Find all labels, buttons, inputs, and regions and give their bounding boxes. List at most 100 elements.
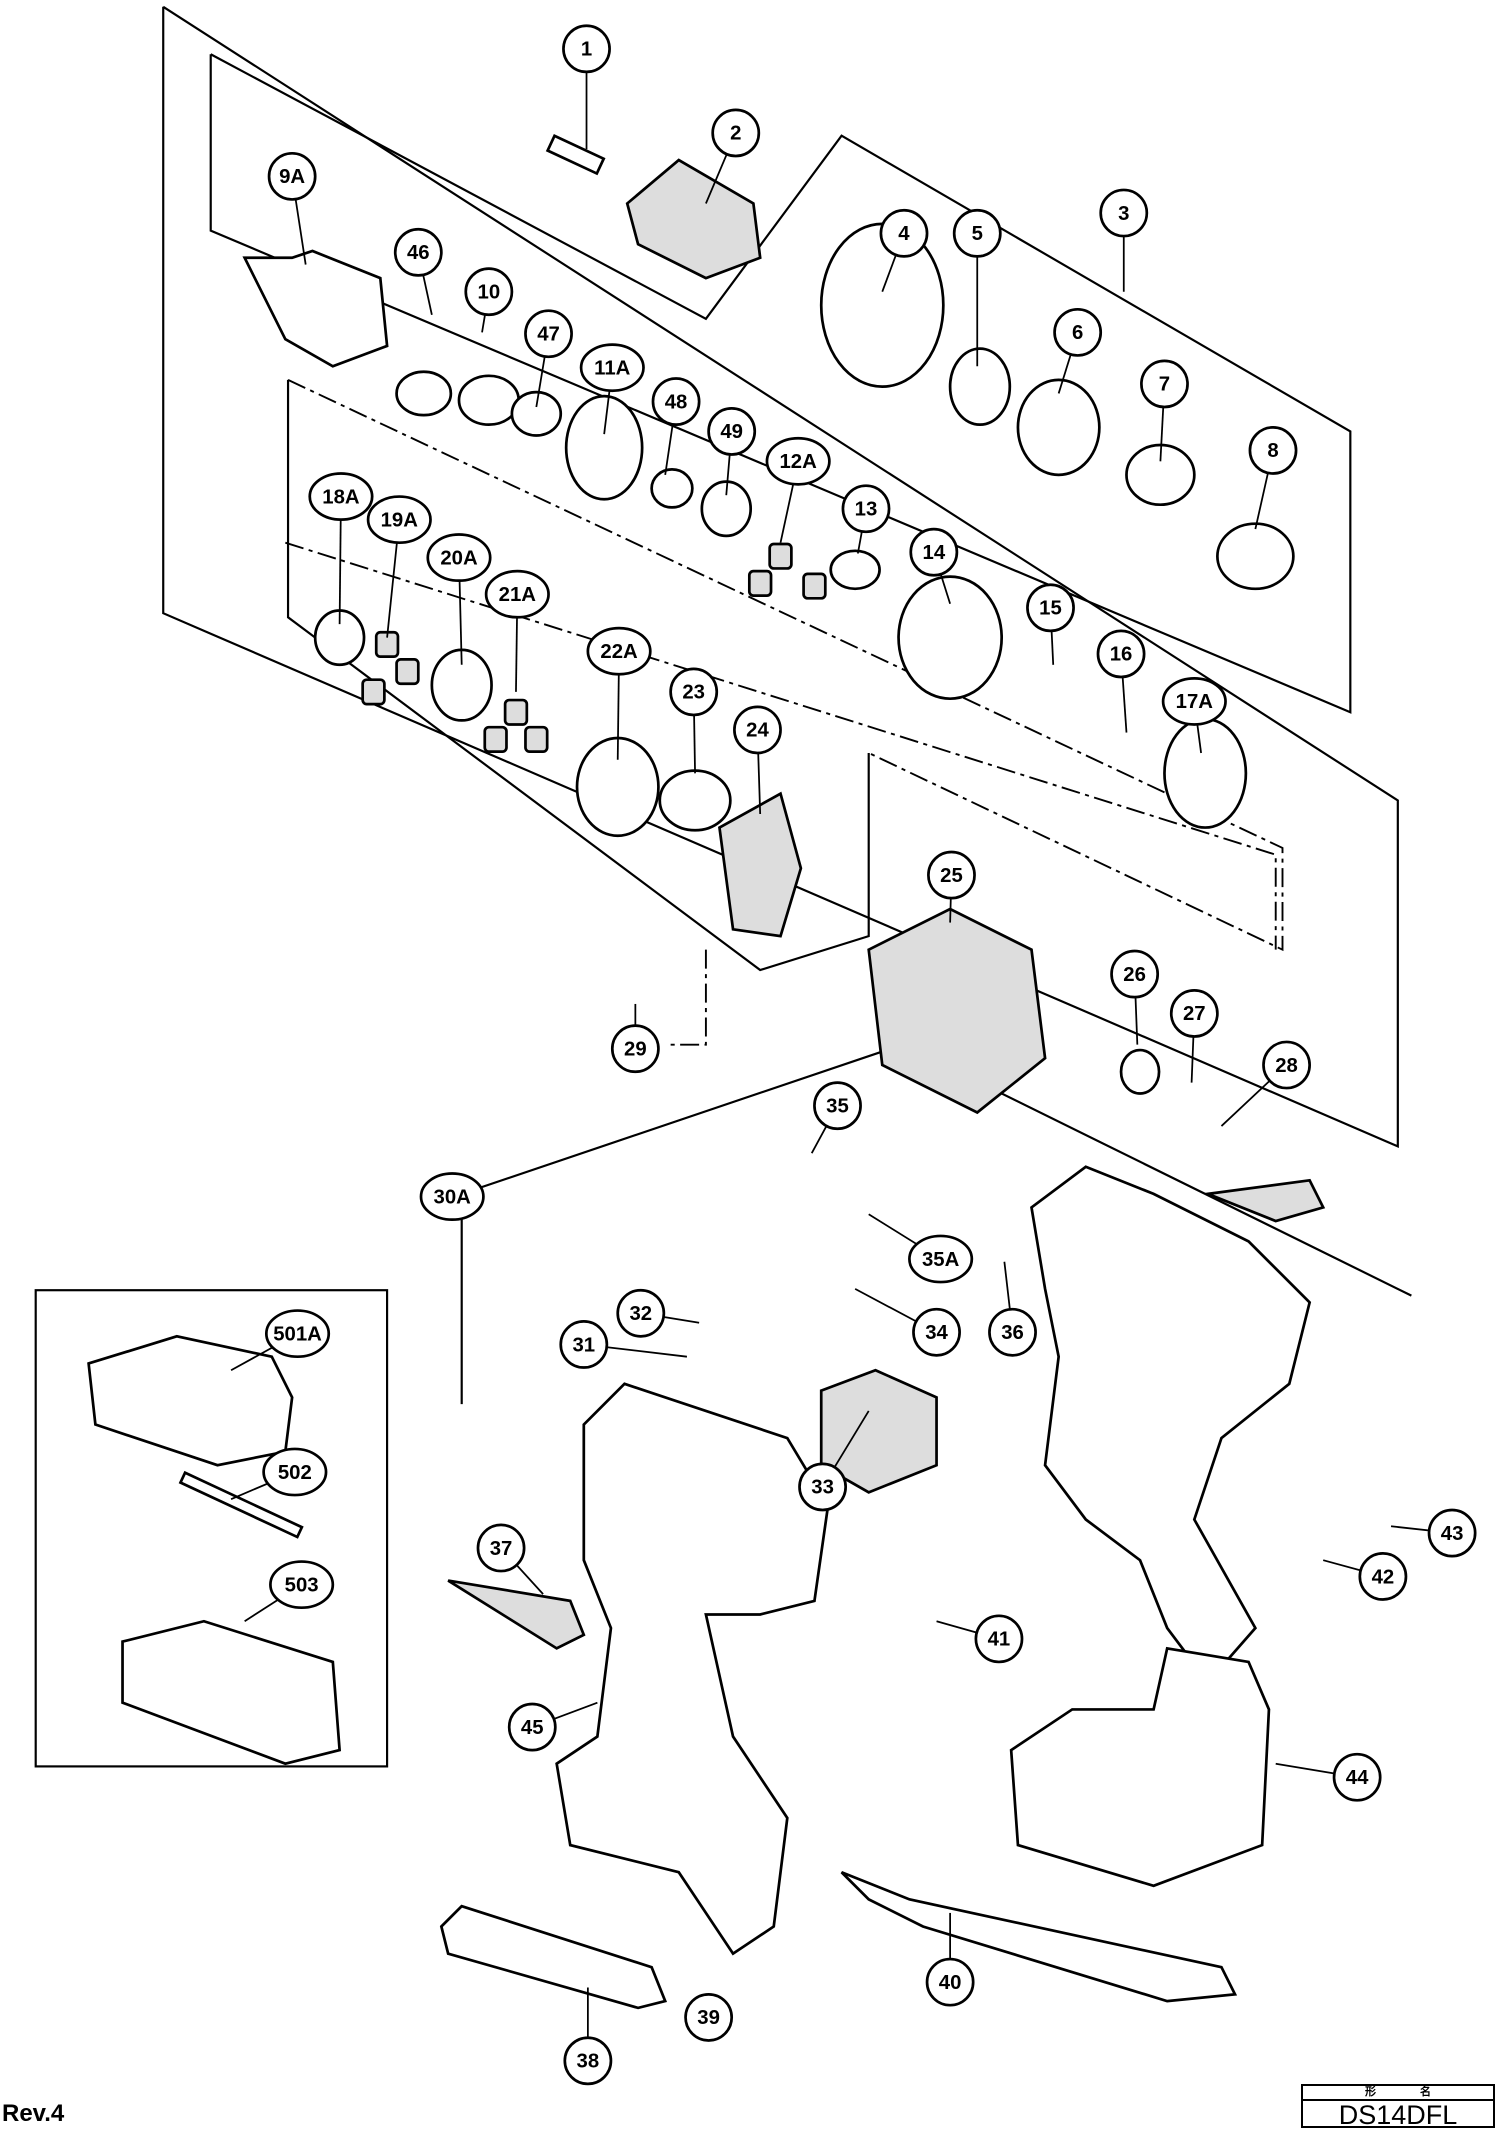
callout-circle	[733, 705, 782, 755]
ring-part	[829, 549, 881, 591]
part-callout-503: 503	[269, 1560, 335, 1610]
callout-number: 9A	[279, 166, 305, 188]
callout-number: 14	[923, 542, 946, 564]
accessories-frame	[34, 1289, 389, 1768]
callout-circle	[262, 1447, 328, 1497]
part-callout-29: 29	[610, 1024, 660, 1074]
case-part	[121, 1619, 342, 1766]
callout-number: 21A	[499, 584, 537, 606]
callout-circle	[711, 108, 761, 158]
callout-circle	[610, 1024, 660, 1074]
callout-number: 20A	[440, 547, 478, 569]
callout-number: 3	[1118, 203, 1129, 225]
part-callout-23: 23	[669, 667, 719, 717]
callout-circle	[524, 309, 573, 359]
model-header-char: 形	[1365, 2086, 1376, 2098]
part-callout-7: 7	[1140, 359, 1189, 409]
callout-number: 44	[1346, 1767, 1369, 1789]
ring-part	[1216, 522, 1295, 591]
part-callout-13: 13	[841, 484, 891, 534]
part-callout-16: 16	[1096, 629, 1146, 679]
callout-number: 11A	[594, 357, 631, 379]
callout-number: 16	[1110, 644, 1133, 666]
part-callout-3: 3	[1099, 188, 1149, 238]
part-callout-2: 2	[711, 108, 761, 158]
callout-circle	[988, 1307, 1037, 1357]
planet-gear-part	[395, 657, 420, 686]
callout-circle	[1427, 1508, 1477, 1558]
callout-number: 37	[490, 1538, 513, 1560]
callout-number: 17A	[1176, 691, 1214, 713]
callout-number: 31	[572, 1334, 595, 1356]
callout-number: 15	[1039, 598, 1062, 620]
part-callout-11a: 11A	[579, 343, 645, 393]
planet-gear-part	[361, 678, 386, 706]
ring-part	[1016, 378, 1101, 477]
callout-circle	[464, 267, 514, 317]
part-callout-40: 40	[925, 1957, 975, 2007]
part-callout-45: 45	[507, 1702, 557, 1752]
part-callout-28: 28	[1262, 1040, 1311, 1090]
part-callout-502: 502	[262, 1447, 328, 1497]
ring-part	[564, 394, 644, 501]
part-callout-39: 39	[684, 1992, 734, 2042]
ring-part	[897, 575, 1004, 701]
callout-circle	[909, 527, 959, 577]
part-callout-10: 10	[464, 267, 514, 317]
part-callout-44: 44	[1332, 1752, 1382, 1802]
callout-circle	[1099, 188, 1149, 238]
callout-circle	[308, 472, 374, 521]
callout-number: 36	[1001, 1322, 1024, 1344]
part-callout-8: 8	[1248, 426, 1298, 475]
callout-circle	[366, 495, 432, 545]
callout-number: 28	[1275, 1055, 1298, 1077]
housing-left-part	[555, 1382, 830, 1956]
part-callout-31: 31	[559, 1320, 609, 1369]
model-box: 形 名 DS14DFL	[1301, 2084, 1495, 2130]
callout-circle	[974, 1614, 1024, 1664]
part-callout-47: 47	[524, 309, 573, 359]
callout-circle	[1262, 1040, 1311, 1090]
callout-number: 42	[1372, 1566, 1395, 1588]
ring-part	[395, 370, 453, 417]
part-callout-6: 6	[1053, 307, 1103, 357]
part-callout-501a: 501A	[264, 1309, 331, 1359]
part-callout-24: 24	[733, 705, 782, 755]
callout-circle	[927, 850, 976, 900]
ring-part	[457, 374, 521, 426]
callout-circle	[269, 1560, 335, 1610]
callout-number: 34	[925, 1322, 948, 1344]
gear-case-part	[242, 249, 389, 368]
callout-number: 2	[730, 123, 741, 145]
callout-circle	[484, 569, 550, 619]
part-callout-46: 46	[393, 227, 443, 277]
part-callout-9a: 9A	[267, 151, 317, 201]
part-callout-25: 25	[927, 850, 976, 900]
part-callout-32: 32	[616, 1288, 666, 1338]
callout-number: 46	[407, 242, 430, 264]
callout-number: 12A	[779, 451, 817, 473]
model-box-header: 形 名	[1303, 2086, 1493, 2101]
part-callout-35: 35	[813, 1081, 862, 1131]
callout-number: 25	[940, 865, 963, 887]
callout-number: 18A	[322, 486, 360, 508]
callout-circle	[651, 377, 701, 426]
part-callout-33: 33	[798, 1462, 848, 1512]
callout-number: 41	[988, 1629, 1011, 1651]
housing-right-part	[1030, 1165, 1312, 1685]
callout-circle	[841, 484, 891, 534]
callout-circle	[563, 2036, 613, 2086]
part-callout-37: 37	[476, 1523, 526, 1573]
callout-circle	[707, 407, 757, 456]
callout-circle	[1358, 1552, 1408, 1601]
callout-number: 501A	[273, 1323, 322, 1345]
charger-part	[87, 1334, 294, 1467]
callout-number: 1	[581, 39, 592, 61]
part-callout-22a: 22A	[586, 626, 652, 676]
ring-part	[1163, 717, 1248, 829]
part-callout-21a: 21A	[484, 569, 550, 619]
callout-circle	[798, 1462, 848, 1512]
callout-number: 5	[972, 223, 983, 245]
model-name: DS14DFL	[1338, 2100, 1458, 2130]
part-callout-42: 42	[1358, 1552, 1408, 1601]
